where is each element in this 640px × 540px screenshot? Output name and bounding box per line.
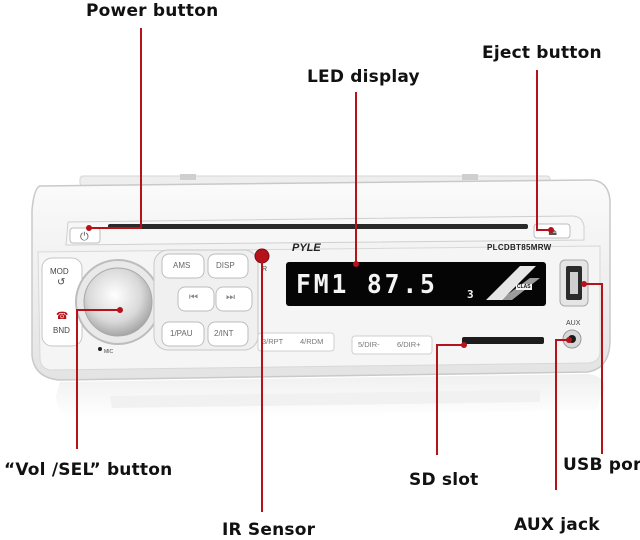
- preset-5-6-group: [351, 335, 433, 355]
- vol-leader-dot: [117, 307, 123, 313]
- disp-label[interactable]: DISP: [216, 261, 235, 270]
- prev-button: [177, 286, 215, 312]
- sd-leader-h: [436, 344, 464, 346]
- mic-hole: [98, 347, 102, 351]
- power-leader: [140, 28, 142, 228]
- power-leader-h: [89, 227, 142, 229]
- mic-label: MIC: [104, 349, 114, 355]
- ir-leader: [261, 262, 263, 512]
- preset-4-label[interactable]: 4/RDM: [300, 337, 324, 346]
- bnd-button[interactable]: BND: [53, 326, 70, 335]
- eject-leader: [536, 70, 538, 231]
- callout-vol-sel-button: “Vol /SEL” button: [4, 460, 173, 480]
- power-button: [69, 227, 101, 244]
- ams-label[interactable]: AMS: [173, 261, 191, 270]
- svg-text:⏏: ⏏: [548, 227, 557, 238]
- usb-leader: [601, 284, 603, 454]
- preset-2-label[interactable]: 2/INT: [214, 329, 234, 338]
- callout-eject-button: Eject button: [482, 43, 602, 63]
- preset-6-label[interactable]: 6/DIR+: [397, 340, 421, 349]
- vol-leader-h: [76, 309, 120, 311]
- display-channel: 3: [467, 288, 474, 301]
- display-readout: FM1 87.5: [296, 270, 438, 300]
- led-leader: [355, 92, 357, 264]
- usb-leader-h: [584, 283, 603, 285]
- callout-led-display: LED display: [307, 67, 420, 87]
- brand-logo: PYLE: [292, 242, 321, 254]
- usb-leader-dot: [581, 281, 587, 287]
- display-badge: CLAS: [516, 284, 532, 290]
- led-leader-dot: [353, 261, 359, 267]
- aux-leader: [555, 340, 557, 490]
- next-button: [215, 286, 253, 312]
- mod-button[interactable]: MOD: [50, 267, 69, 276]
- power-leader-dot: [86, 225, 92, 231]
- preset-2-button: [207, 321, 249, 347]
- prev-icon[interactable]: ⏮: [189, 292, 198, 303]
- sd-leader: [436, 345, 438, 455]
- preset-3-4-group: [257, 332, 335, 352]
- aux-leader-dot: [566, 337, 572, 343]
- callout-ir-sensor: IR Sensor: [222, 520, 316, 540]
- callout-aux-jack: AUX jack: [514, 515, 600, 535]
- eject-leader-dot: [548, 227, 554, 233]
- ir-sensor: [254, 248, 270, 264]
- aux-leader-h: [555, 339, 569, 341]
- callout-usb-port: USB port: [563, 455, 640, 475]
- mod-icon: ↺: [57, 277, 66, 288]
- aux-label: AUX: [566, 320, 581, 327]
- preset-3-label[interactable]: 3/RPT: [262, 337, 284, 346]
- eject-leader-h: [536, 229, 550, 231]
- disp-button: [207, 253, 249, 279]
- preset-1-button: [161, 321, 205, 347]
- led-display: [286, 262, 546, 306]
- volume-knob: [83, 267, 153, 337]
- preset-1-label[interactable]: 1/PAU: [170, 329, 193, 338]
- svg-text:⏻: ⏻: [80, 231, 89, 243]
- model-number: PLCDBT85MRW: [487, 243, 552, 252]
- preset-5-label[interactable]: 5/DIR-: [358, 340, 380, 349]
- callout-power-button: Power button: [86, 1, 219, 21]
- next-icon[interactable]: ⏭: [226, 292, 235, 303]
- vol-leader: [76, 309, 78, 449]
- sd-slot: [462, 337, 544, 344]
- sd-leader-dot: [461, 342, 467, 348]
- ir-label: R: [262, 266, 268, 273]
- ams-button: [161, 253, 205, 279]
- cd-slot: [108, 224, 528, 229]
- bnd-icon: ☎: [56, 311, 69, 322]
- callout-sd-slot: SD slot: [409, 470, 479, 490]
